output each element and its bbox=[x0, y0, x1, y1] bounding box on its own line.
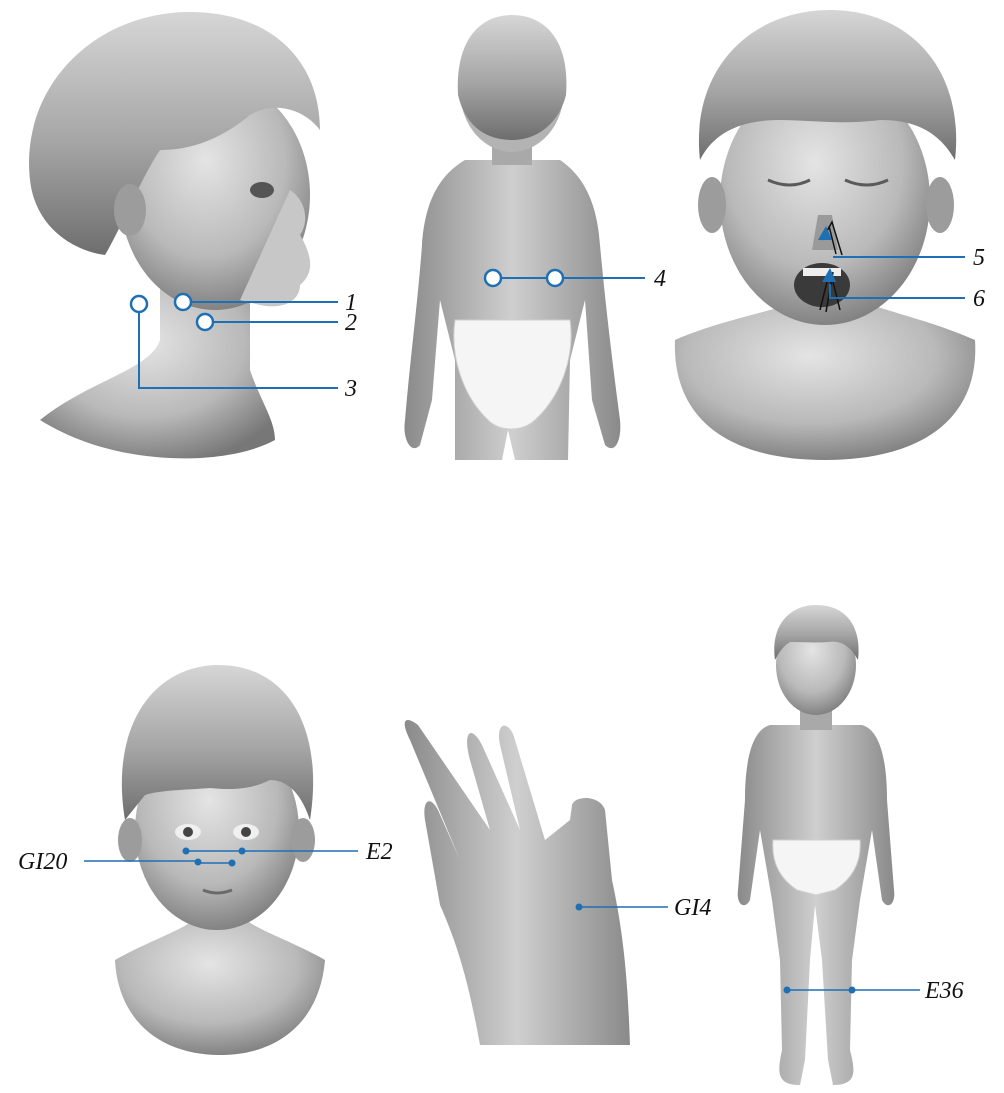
full-body-figure bbox=[738, 605, 895, 1085]
point-4-label: 4 bbox=[654, 266, 666, 292]
gi20-label: GI20 bbox=[18, 849, 67, 875]
back-view-figure bbox=[404, 15, 620, 460]
point-2-label: 2 bbox=[345, 310, 357, 336]
front-face-small-figure bbox=[115, 665, 325, 1055]
point-6-label: 6 bbox=[973, 286, 985, 312]
e2-label: E2 bbox=[365, 839, 393, 865]
point-5-label: 5 bbox=[973, 245, 985, 271]
point-3-label: 3 bbox=[344, 376, 357, 402]
side-head-figure bbox=[29, 12, 320, 458]
e36-label: E36 bbox=[924, 978, 964, 1004]
hand-figure bbox=[405, 720, 630, 1045]
gi4-label: GI4 bbox=[674, 895, 711, 921]
